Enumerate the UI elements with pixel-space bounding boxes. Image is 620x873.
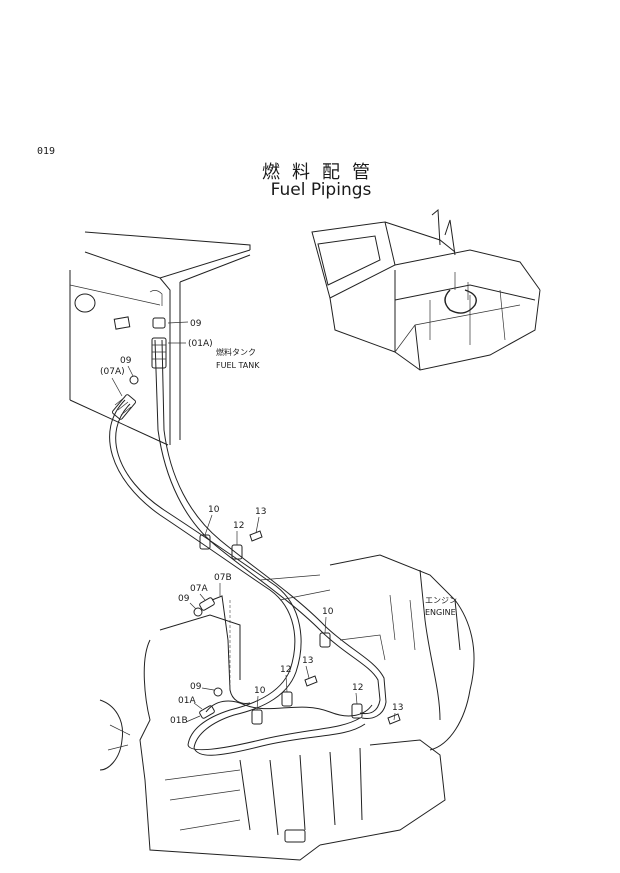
label-09-tank: 09 (190, 319, 202, 329)
label-10-engine: 10 (322, 607, 334, 617)
engine-drawing (99, 554, 475, 861)
label-07A-left: (07A) (100, 367, 125, 377)
engine-label-jp: エンジン (425, 596, 457, 605)
label-07B-engine: 07B (214, 573, 232, 583)
label-09-left: 09 (120, 356, 132, 366)
label-13-upper: 13 (255, 507, 266, 517)
label-01B-engine: 01B (170, 716, 188, 726)
title-japanese: 燃料配管 (262, 162, 382, 183)
label-10-lower: 10 (254, 686, 266, 696)
label-12-right: 12 (352, 683, 363, 693)
label-01A-tank: (01A) (188, 339, 213, 349)
part-number-labels: 09 (01A) 09 (07A) 10 12 13 09 07A 07B 10… (100, 319, 403, 726)
excavator-overview-drawing (311, 208, 541, 371)
fuel-tank-drawing (69, 231, 251, 446)
label-12-mid: 12 (280, 665, 291, 675)
label-07A-engine: 07A (190, 584, 208, 594)
label-12-upper: 12 (233, 521, 244, 531)
label-13-mid: 13 (302, 656, 313, 666)
label-13-right: 13 (392, 703, 403, 713)
label-01A-engine: 01A (178, 696, 196, 706)
fuel-tank-label-jp: 燃料タンク (216, 347, 256, 357)
fuel-tank-label-en: FUEL TANK (216, 361, 260, 370)
label-10-upper: 10 (208, 505, 220, 515)
page-number: 019 (37, 146, 56, 157)
engine-label-en: ENGINE (425, 608, 456, 617)
label-09-engine-lower: 09 (190, 682, 202, 692)
fuel-hose-lines (109, 339, 387, 756)
label-09-engine-upper: 09 (178, 594, 190, 604)
component-callouts: 燃料タンク FUEL TANK エンジン ENGINE (216, 347, 457, 617)
fittings-and-clamps (112, 317, 401, 725)
title-english: Fuel Pipings (270, 180, 372, 200)
